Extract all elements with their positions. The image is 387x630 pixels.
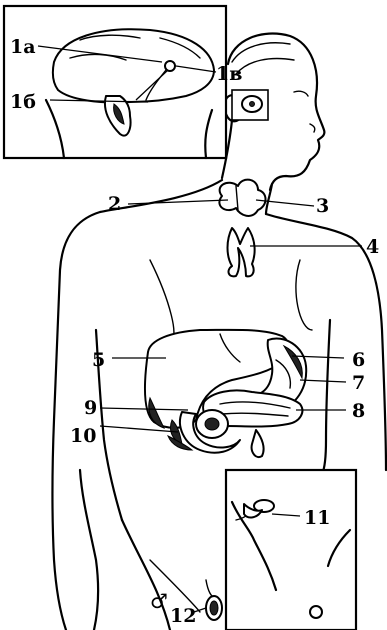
label-5: 5 [92, 349, 105, 371]
label-7: 7 [352, 372, 365, 394]
brain-on-figure [232, 90, 268, 120]
label-2: 2 [108, 193, 121, 215]
label-1b: 1в [216, 63, 242, 85]
label-4: 4 [366, 236, 379, 258]
label-10: 10 [70, 425, 96, 447]
intestine-loop [252, 430, 264, 457]
label-11: 11 [304, 507, 330, 529]
label-9: 9 [84, 397, 97, 419]
label-1a: 1a [10, 36, 36, 58]
ovary-inset [226, 470, 356, 630]
label-3: 3 [316, 195, 329, 217]
brain-inset [4, 6, 226, 158]
label-6: 6 [352, 349, 365, 371]
label-12: 12 [170, 605, 196, 627]
thymus-gland [228, 228, 255, 276]
thyroid-gland [219, 180, 265, 216]
male-symbol: ♂ [150, 589, 168, 613]
testis [206, 580, 222, 620]
label-8: 8 [352, 400, 365, 422]
label-1v: 1б [10, 91, 36, 113]
